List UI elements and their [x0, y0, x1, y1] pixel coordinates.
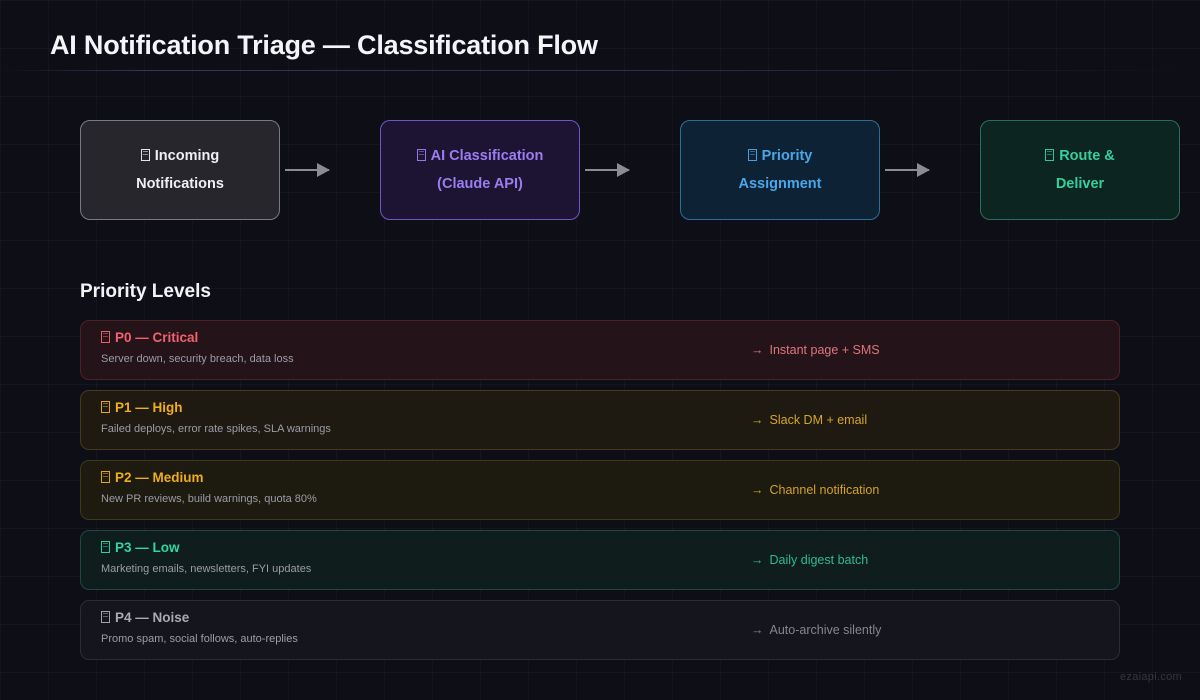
priority-level-info: P4 — Noise Promo spam, social follows, a… — [101, 610, 298, 647]
missing-glyph-box-icon — [101, 541, 110, 553]
action-arrow-icon: → — [751, 553, 764, 567]
classification-flow: Incoming Notifications AI Classification… — [0, 120, 1200, 220]
action-arrow-icon: → — [751, 623, 764, 637]
priority-level-title: P0 — Critical — [101, 330, 294, 346]
flow-step-line1: Priority — [747, 142, 812, 170]
flow-step-priority-assignment[interactable]: Priority Assignment — [680, 120, 880, 220]
priority-level-info: P2 — Medium New PR reviews, build warnin… — [101, 470, 317, 507]
priority-level-title: P1 — High — [101, 400, 331, 416]
priority-level-action: →Daily digest batch — [751, 553, 869, 567]
page-title: AI Notification Triage — Classification … — [50, 30, 598, 60]
missing-glyph-box-icon — [747, 149, 757, 161]
flow-arrow-icon — [285, 163, 330, 177]
priority-level-row-p2[interactable]: P2 — Medium New PR reviews, build warnin… — [80, 460, 1120, 520]
priority-level-info: P1 — High Failed deploys, error rate spi… — [101, 400, 331, 437]
missing-glyph-box-icon — [416, 149, 426, 161]
missing-glyph-box-icon — [101, 611, 110, 623]
priority-level-action: →Slack DM + email — [751, 413, 868, 427]
action-arrow-icon: → — [751, 483, 764, 497]
action-arrow-icon: → — [751, 343, 764, 357]
flow-step-ai-classification[interactable]: AI Classification (Claude API) — [380, 120, 580, 220]
title-underline-rule — [0, 70, 1200, 71]
missing-glyph-box-icon — [101, 331, 110, 343]
priority-level-action: →Channel notification — [751, 483, 880, 497]
priority-level-title: P4 — Noise — [101, 610, 298, 626]
priority-level-row-p1[interactable]: P1 — High Failed deploys, error rate spi… — [80, 390, 1120, 450]
priority-level-info: P3 — Low Marketing emails, newsletters, … — [101, 540, 311, 577]
missing-glyph-box-icon — [140, 149, 150, 161]
priority-levels-list: P0 — Critical Server down, security brea… — [80, 320, 1120, 670]
flow-arrow-icon — [885, 163, 930, 177]
watermark: ezaiapi.com — [1120, 671, 1182, 683]
priority-level-action: →Auto-archive silently — [751, 623, 882, 637]
flow-step-route-and-deliver[interactable]: Route & Deliver — [980, 120, 1180, 220]
flow-step-line1: AI Classification — [416, 142, 543, 170]
missing-glyph-box-icon — [101, 401, 110, 413]
priority-level-description: Marketing emails, newsletters, FYI updat… — [101, 563, 312, 575]
priority-level-title: P2 — Medium — [101, 470, 317, 486]
priority-level-action: →Instant page + SMS — [751, 343, 880, 357]
action-arrow-icon: → — [751, 413, 764, 427]
flow-step-line1: Incoming — [140, 142, 219, 170]
flow-step-line1: Route & — [1045, 142, 1115, 170]
priority-level-row-p4[interactable]: P4 — Noise Promo spam, social follows, a… — [80, 600, 1120, 660]
flow-step-line2: Notifications — [136, 176, 224, 192]
priority-level-description: New PR reviews, build warnings, quota 80… — [101, 493, 317, 505]
priority-level-info: P0 — Critical Server down, security brea… — [101, 330, 294, 367]
priority-level-description: Failed deploys, error rate spikes, SLA w… — [101, 423, 331, 435]
flow-step-line2: Assignment — [738, 176, 822, 192]
flow-step-line2: Deliver — [1055, 176, 1105, 192]
priority-level-row-p3[interactable]: P3 — Low Marketing emails, newsletters, … — [80, 530, 1120, 590]
flow-step-incoming-notifications[interactable]: Incoming Notifications — [80, 120, 280, 220]
flow-step-line2: (Claude API) — [437, 176, 523, 192]
priority-levels-heading: Priority Levels — [80, 281, 211, 302]
missing-glyph-box-icon — [101, 471, 110, 483]
flow-arrow-icon — [585, 163, 630, 177]
priority-level-description: Promo spam, social follows, auto-replies — [101, 633, 298, 645]
missing-glyph-box-icon — [1045, 149, 1055, 161]
priority-level-title: P3 — Low — [101, 540, 311, 556]
priority-level-description: Server down, security breach, data loss — [101, 353, 294, 365]
priority-level-row-p0[interactable]: P0 — Critical Server down, security brea… — [80, 320, 1120, 380]
